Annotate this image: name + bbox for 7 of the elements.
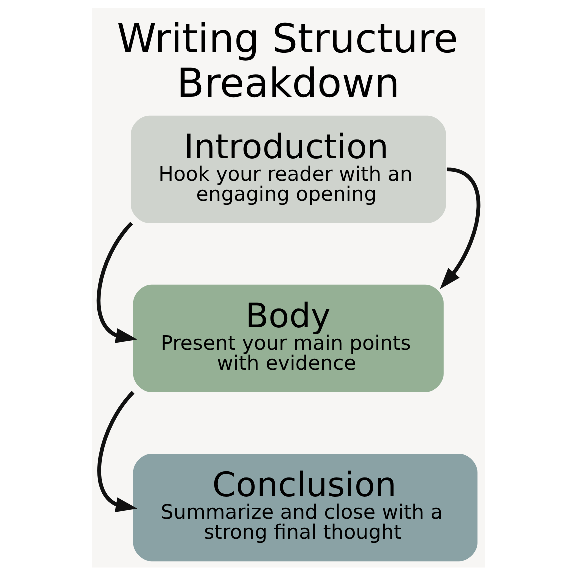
arrow bbox=[440, 168, 480, 290]
diagram-title: Writing Structure Breakdown bbox=[116, 16, 458, 108]
node-box: Body Present your main points with evidence bbox=[132, 284, 444, 393]
node-box: Introduction Hook your reader with an engaging opening bbox=[130, 116, 446, 224]
arrow bbox=[96, 222, 138, 344]
arrow bbox=[97, 391, 138, 512]
node-box: Conclusion Summarize and close with a strong final thought bbox=[132, 454, 478, 562]
